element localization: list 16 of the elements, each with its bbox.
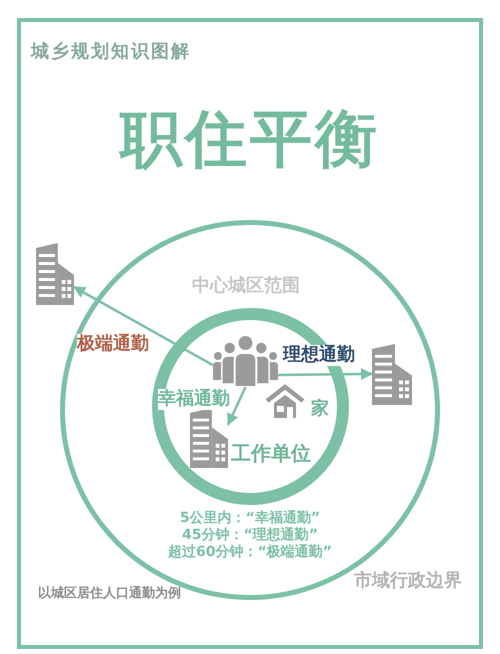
series-heading: 城乡规划知识图解 [31,42,191,63]
footnote-text: 以城区居住人口通勤为例 [38,587,181,602]
caption-text: 家 [311,399,329,420]
note-text: 45分钟：“理想通勤” [182,527,318,544]
caption-text: 工作单位 [231,442,311,465]
note-text: 5公里内：“幸福通勤” [180,510,320,526]
title: 职住平衡 [120,103,380,174]
note-text: 超过60分钟：“极端通勤” [168,544,332,560]
edge-label: 极端通勤 [77,334,149,355]
edge-label: 理想通勤 [283,345,355,366]
boundary-label: 市域行政边界 [354,571,462,592]
arrow [73,286,214,366]
arrow [226,386,247,426]
arrow [278,368,373,380]
region-label: 中心城区范围 [192,276,300,297]
edge-label: 幸福通勤 [158,389,230,410]
